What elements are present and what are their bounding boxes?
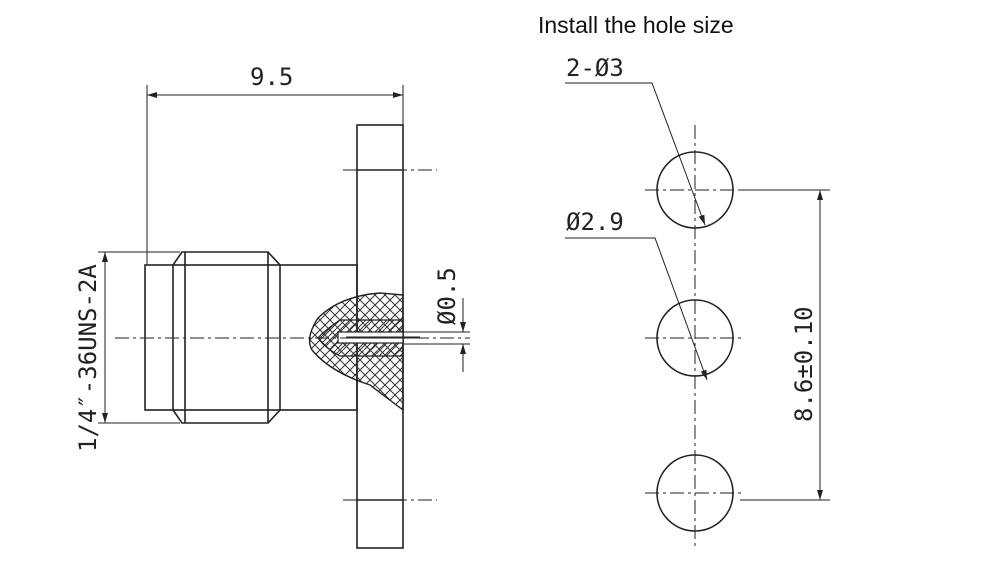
thread-dim: 1/4″-36UNS-2A — [74, 264, 102, 452]
center-hole-dim: Ø2.9 — [566, 208, 624, 236]
side-view: 9.5 1/4″-36UNS-2A Ø0.5 — [74, 63, 470, 549]
length-dim: 9.5 — [250, 63, 293, 91]
hole-pattern-view: 8.6±0.10 2-Ø3 Ø2.9 — [565, 54, 830, 548]
hole-count-dim: 2-Ø3 — [566, 54, 624, 82]
spacing-dim: 8.6±0.10 — [790, 306, 818, 422]
title: Install the hole size — [538, 12, 734, 38]
pin-dim: Ø0.5 — [433, 267, 461, 325]
